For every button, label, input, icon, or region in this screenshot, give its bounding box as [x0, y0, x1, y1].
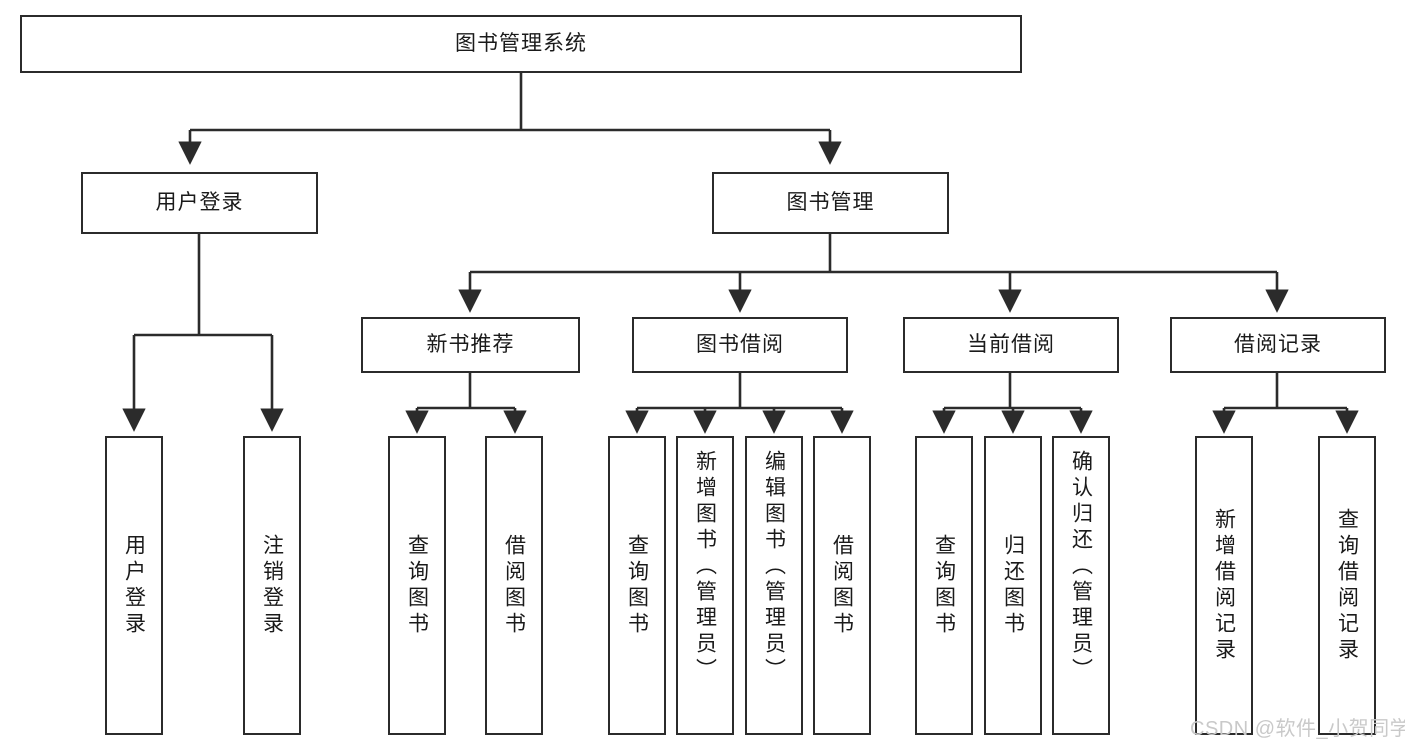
leaf-add-book-admin[interactable]: 新增图书（管理员） — [676, 436, 734, 735]
node-label: 查询图书 — [625, 533, 649, 638]
node-label: 新增图书（管理员） — [693, 450, 717, 684]
node-label: 借阅图书 — [502, 533, 526, 638]
leaf-borrow-book[interactable]: 借阅图书 — [813, 436, 871, 735]
node-label: 编辑图书（管理员） — [762, 450, 786, 684]
node-label: 注销登录 — [260, 533, 284, 638]
node-label: 借阅图书 — [830, 533, 854, 638]
node-label: 新书推荐 — [426, 332, 515, 356]
node-new-book-recommend[interactable]: 新书推荐 — [361, 317, 580, 373]
node-current-borrow[interactable]: 当前借阅 — [903, 317, 1119, 373]
node-label: 图书管理 — [786, 190, 875, 214]
node-book-management[interactable]: 图书管理 — [712, 172, 949, 234]
node-label: 归还图书 — [1001, 533, 1025, 638]
node-label: 查询图书 — [405, 533, 429, 638]
node-user-login[interactable]: 用户登录 — [81, 172, 318, 234]
node-root-book-management-system[interactable]: 图书管理系统 — [20, 15, 1022, 73]
leaf-search-borrow-record[interactable]: 查询借阅记录 — [1318, 436, 1376, 735]
node-book-borrow[interactable]: 图书借阅 — [632, 317, 848, 373]
leaf-borrow-book-new[interactable]: 借阅图书 — [485, 436, 543, 735]
node-label: 用户登录 — [155, 190, 244, 214]
node-label: 图书借阅 — [696, 332, 784, 356]
node-label: 用户登录 — [122, 533, 146, 638]
node-label: 新增借阅记录 — [1212, 507, 1236, 664]
leaf-edit-book-admin[interactable]: 编辑图书（管理员） — [745, 436, 803, 735]
node-label: 查询借阅记录 — [1335, 507, 1359, 664]
leaf-search-book-borrow[interactable]: 查询图书 — [608, 436, 666, 735]
node-label: 当前借阅 — [967, 332, 1055, 356]
leaf-add-borrow-record[interactable]: 新增借阅记录 — [1195, 436, 1253, 735]
leaf-search-book-new[interactable]: 查询图书 — [388, 436, 446, 735]
leaf-user-login[interactable]: 用户登录 — [105, 436, 163, 735]
leaf-return-book[interactable]: 归还图书 — [984, 436, 1042, 735]
node-borrow-record[interactable]: 借阅记录 — [1170, 317, 1386, 373]
node-label: 图书管理系统 — [455, 31, 587, 55]
leaf-logout[interactable]: 注销登录 — [243, 436, 301, 735]
leaf-search-book-current[interactable]: 查询图书 — [915, 436, 973, 735]
leaf-confirm-return-admin[interactable]: 确认归还（管理员） — [1052, 436, 1110, 735]
node-label: 查询图书 — [932, 533, 956, 638]
node-label: 确认归还（管理员） — [1069, 450, 1093, 684]
node-label: 借阅记录 — [1234, 332, 1322, 356]
